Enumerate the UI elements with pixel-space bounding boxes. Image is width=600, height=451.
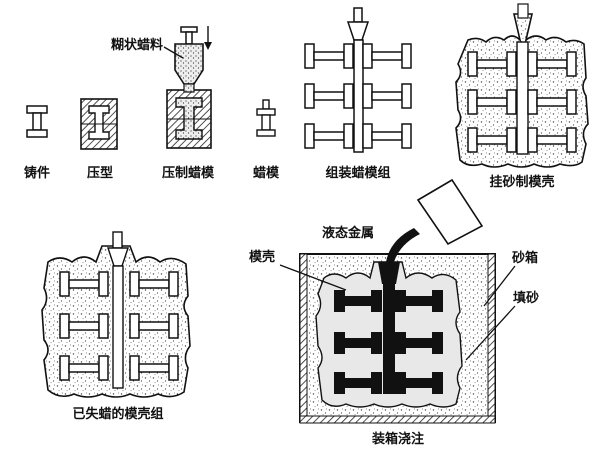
casting-figure <box>26 105 48 138</box>
mold-shell-leader <box>279 264 347 291</box>
press-wax-figure <box>166 26 212 149</box>
shell-label: 挂砂制模壳 <box>489 174 554 190</box>
sand-box-leader <box>483 265 516 307</box>
pouring-label: 装箱浇注 <box>371 431 424 447</box>
assemble-label: 组装蜡模组 <box>325 165 390 181</box>
wax-pattern-figure <box>256 99 276 137</box>
paste-wax-label: 糊状蜡料 <box>111 37 163 53</box>
wax-pattern-label: 蜡模 <box>253 165 280 181</box>
press-mold-label: 压型 <box>87 165 113 181</box>
liquid-metal-label: 液态金属 <box>322 225 374 241</box>
dewaxed-cluster-figure <box>41 231 191 398</box>
press-mold-figure <box>80 98 118 150</box>
press-wax-label: 压制蜡模 <box>162 165 215 181</box>
paste-wax-leader <box>163 46 184 59</box>
casting-label: 铸件 <box>24 165 50 181</box>
flask-pouring-figure <box>299 178 496 424</box>
sand-box-label: 砂箱 <box>511 250 538 266</box>
fill-sand-leader <box>465 305 516 361</box>
mold-shell-label: 模壳 <box>249 249 275 265</box>
assembled-cluster-figure <box>304 7 412 153</box>
sand-shell-figure <box>455 3 589 168</box>
dewaxed-label: 已失蜡的模壳组 <box>72 406 163 422</box>
fill-sand-label: 填砂 <box>513 290 539 306</box>
